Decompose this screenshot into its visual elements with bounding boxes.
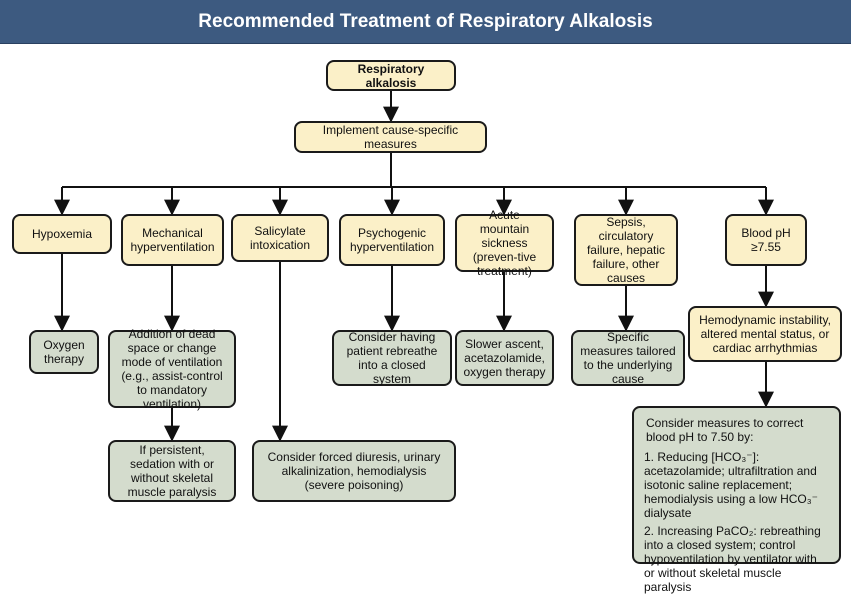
node-dead-space-ventilation: Addition of dead space or change mode of… <box>108 327 236 411</box>
node-blood-ph: Blood pH ≥7.55 <box>725 214 807 266</box>
final-item-increase-paco2: 2. Increasing PaCO₂: rebreathing into a … <box>644 524 821 594</box>
node-hemodynamic-instability: Hemodynamic instability, altered mental … <box>688 306 842 362</box>
node-sepsis-other-causes: Sepsis, circulatory failure, hepatic fai… <box>574 214 678 286</box>
final-intro: Consider measures to correct blood pH to… <box>646 416 804 444</box>
node-sedation-paralysis: If persistent, sedation with or without … <box>108 440 236 502</box>
title-bar: Recommended Treatment of Respiratory Alk… <box>0 0 851 44</box>
node-oxygen-therapy: Oxygen therapy <box>29 330 99 374</box>
node-psychogenic-hyperventilation: Psychogenic hyperventilation <box>339 214 445 266</box>
node-mechanical-hyperventilation: Mechanical hyperventilation <box>121 214 224 266</box>
node-slower-ascent: Slower ascent, acetazolamide, oxygen the… <box>455 330 554 386</box>
node-implement-measures: Implement cause-specific measures <box>294 121 487 153</box>
node-respiratory-alkalosis: Respiratory alkalosis <box>326 60 456 91</box>
final-item-reduce-hco3: 1. Reducing [HCO₃⁻]: acetazolamide; ultr… <box>644 450 818 520</box>
node-acute-mountain-sickness: Acute mountain sickness (preven-tive tre… <box>455 208 554 278</box>
node-specific-measures: Specific measures tailored to the underl… <box>571 330 685 386</box>
diagram-title: Recommended Treatment of Respiratory Alk… <box>198 10 653 32</box>
node-rebreathe-closed-system: Consider having patient rebreathe into a… <box>332 330 452 386</box>
node-hypoxemia: Hypoxemia <box>12 214 112 254</box>
node-forced-diuresis: Consider forced diuresis, urinary alkali… <box>252 440 456 502</box>
node-salicylate-intoxication: Salicylate intoxication <box>231 214 329 262</box>
node-correct-blood-ph: Consider measures to correct blood pH to… <box>632 406 841 594</box>
